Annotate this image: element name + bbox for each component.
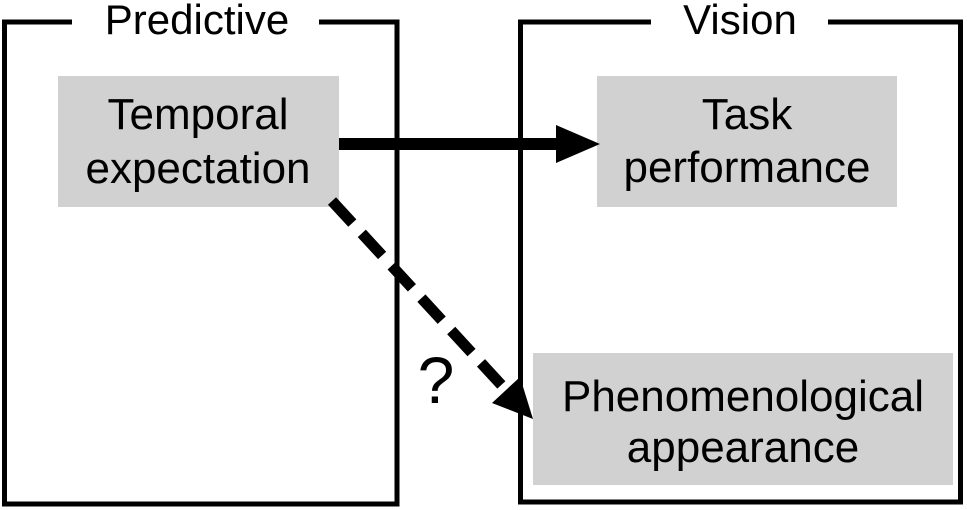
temporal-expectation-box bbox=[58, 76, 339, 207]
predictive-group-border bbox=[2, 19, 400, 507]
phenomenological-appearance-box bbox=[533, 353, 953, 485]
phenomenological-appearance-label-line2: appearance bbox=[627, 423, 859, 472]
vision-group-label: Vision bbox=[683, 0, 797, 43]
task-performance-box bbox=[597, 76, 897, 207]
dashed-arrow-head bbox=[492, 377, 533, 419]
solid-arrow-head bbox=[556, 125, 600, 163]
phenomenological-appearance-label-line1: Phenomenological bbox=[562, 372, 924, 421]
task-performance-label-line1: Task bbox=[702, 90, 793, 139]
question-mark-label: ? bbox=[418, 343, 455, 417]
predictive-group-label: Predictive bbox=[105, 0, 289, 43]
temporal-expectation-label-line1: Temporal bbox=[108, 90, 289, 139]
temporal-expectation-label-line2: expectation bbox=[85, 144, 310, 193]
vision-group-border bbox=[518, 19, 963, 505]
task-performance-label-line2: performance bbox=[623, 143, 870, 192]
